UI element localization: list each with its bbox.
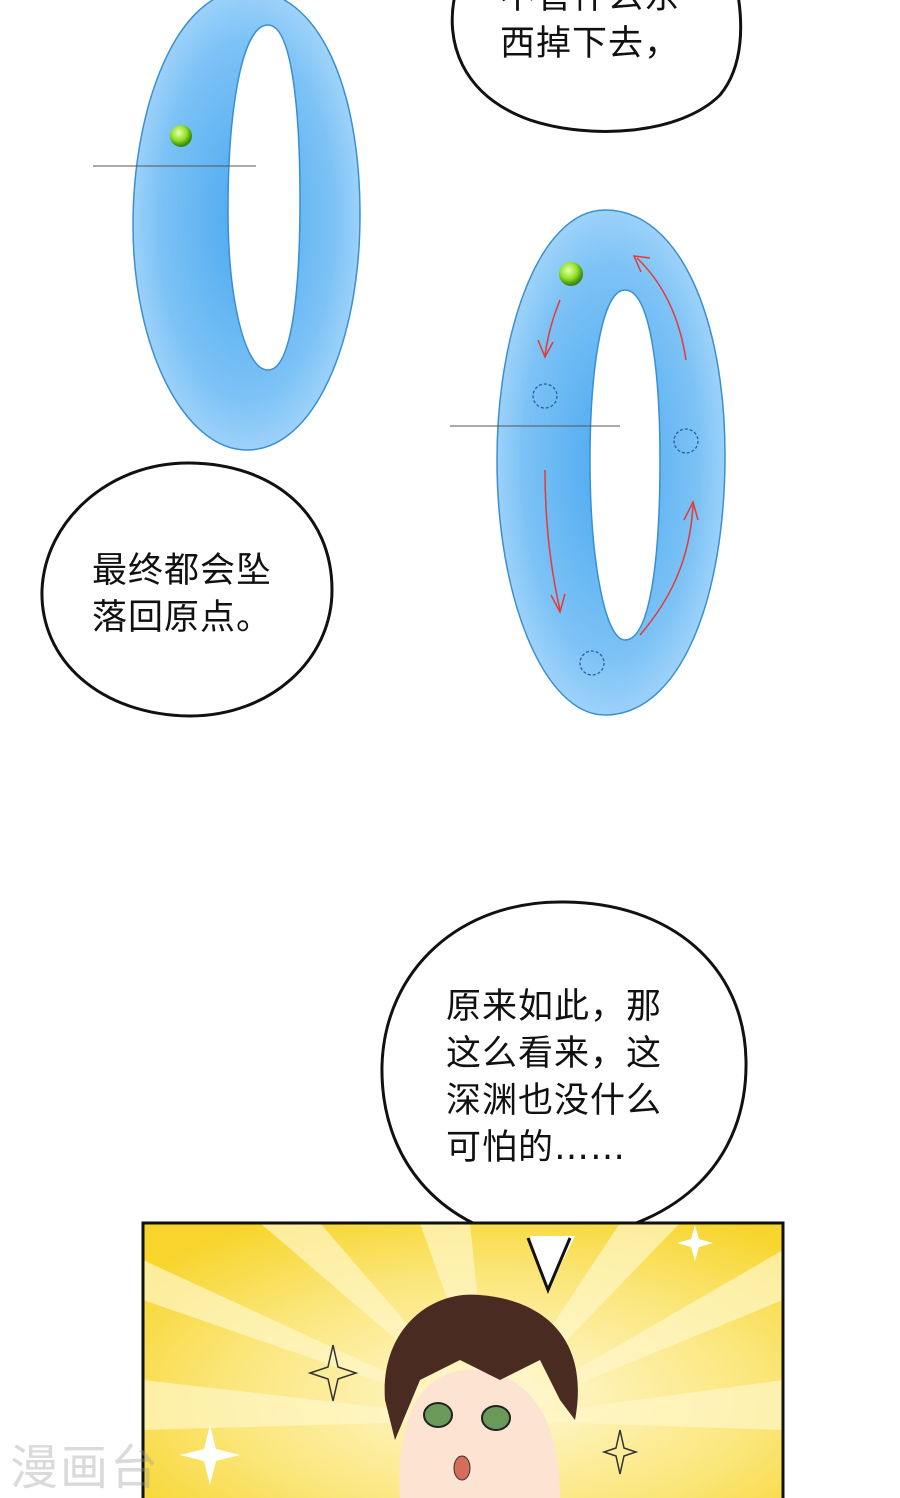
bubble-left-text: 最终都会坠落回原点。 bbox=[92, 548, 272, 642]
text-line: 可怕的…… bbox=[446, 1128, 627, 1168]
ghost-positions bbox=[532, 383, 699, 676]
watermark: 漫画台 bbox=[10, 1440, 161, 1496]
text-line: 西掉下去， bbox=[500, 24, 681, 64]
text-line: 这么看来，这 bbox=[446, 1034, 663, 1074]
ring-diagram-2 bbox=[450, 209, 726, 716]
bubble-top-text: 不管什么东西掉下去， bbox=[500, 0, 680, 68]
text-line: 落回原点。 bbox=[92, 598, 273, 638]
speech-bubble-top bbox=[450, 0, 743, 133]
sparkles bbox=[180, 1225, 713, 1485]
text-line: 不管什么东 bbox=[500, 0, 680, 21]
text-line: 最终都会坠 bbox=[92, 551, 273, 591]
speech-bubble-left bbox=[40, 461, 334, 718]
ring-diagram-1 bbox=[93, 0, 361, 451]
text-line: 深渊也没什么 bbox=[446, 1081, 663, 1121]
text-line: 原来如此，那 bbox=[446, 987, 663, 1027]
bubble-right-text: 原来如此，那这么看来，这深渊也没什么可怕的…… bbox=[446, 984, 662, 1172]
ball bbox=[170, 125, 192, 147]
reaction-panel bbox=[143, 1223, 783, 1498]
character bbox=[384, 1294, 578, 1498]
ball bbox=[559, 262, 583, 286]
motion-arrows bbox=[537, 255, 699, 636]
